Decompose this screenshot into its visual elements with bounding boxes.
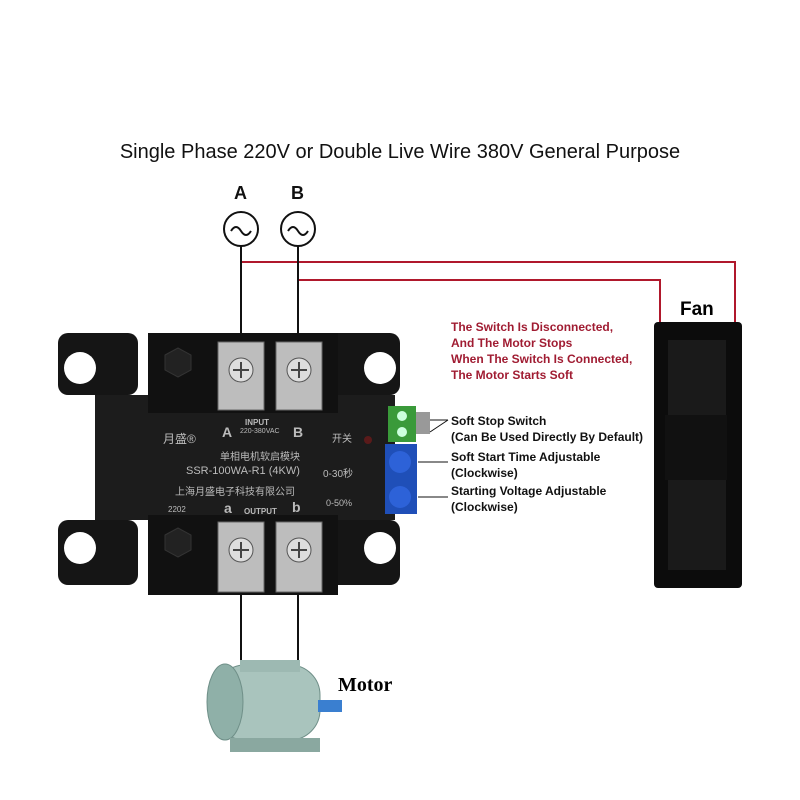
starting-voltage-label: Starting Voltage Adjustable (Clockwise) xyxy=(451,483,606,515)
control-name: Soft Start Time Adjustable xyxy=(451,450,601,464)
switch-note: The Switch Is Disconnected, And The Moto… xyxy=(451,319,632,383)
module-input-range: 220-380VAC xyxy=(240,428,280,435)
module-time-range: 0-30秒 xyxy=(323,469,354,480)
module-input-a: A xyxy=(222,424,233,440)
module-output-b: b xyxy=(292,499,301,515)
ac-source-a-icon xyxy=(223,211,259,247)
module-brand: 月盛® xyxy=(163,432,196,446)
switch-note-line: And The Motor Stops xyxy=(451,336,573,350)
module-company: 上海月盛电子科技有限公司 xyxy=(175,487,295,498)
soft-stop-switch-label: Soft Stop Switch (Can Be Used Directly By… xyxy=(451,413,643,445)
module-batch: 2202 xyxy=(168,505,186,514)
switch-note-line: When The Switch Is Connected, xyxy=(451,352,633,366)
red-wire-b xyxy=(298,279,661,330)
module-model: SSR-100WA-R1 (4KW) xyxy=(186,465,300,477)
diagram-title: Single Phase 220V or Double Live Wire 38… xyxy=(119,141,681,163)
switch-note-line: The Switch Is Disconnected, xyxy=(451,320,614,334)
input-b-label: B xyxy=(291,183,304,203)
control-note: (Can Be Used Directly By Default) xyxy=(451,430,644,444)
switch-note-line: The Motor Starts Soft xyxy=(451,368,573,382)
module-input-label: INPUT xyxy=(245,418,269,427)
module-input-b: B xyxy=(293,424,304,440)
control-note: (Clockwise) xyxy=(451,466,518,480)
fan-label: Fan xyxy=(680,299,714,320)
module-switch-label: 开关 xyxy=(332,434,352,445)
ac-source-b-icon xyxy=(280,211,316,247)
red-wire-a xyxy=(241,261,736,330)
ac-wave-icon xyxy=(230,226,252,236)
soft-start-time-label: Soft Start Time Adjustable (Clockwise) xyxy=(451,449,600,481)
module-output-label: OUTPUT xyxy=(244,507,277,516)
fan xyxy=(654,322,742,588)
module-name: 单相电机软启模块 xyxy=(220,452,300,463)
soft-starter-module xyxy=(58,333,430,595)
ac-wave-icon xyxy=(287,226,309,236)
control-name: Soft Stop Switch xyxy=(451,414,547,428)
module-voltage-range: 0-50% xyxy=(326,498,353,508)
motor-icon xyxy=(206,660,342,752)
control-note: (Clockwise) xyxy=(451,500,518,514)
motor-label: Motor xyxy=(338,674,393,696)
input-a-label: A xyxy=(234,183,247,203)
module-output-a: a xyxy=(224,500,232,516)
control-name: Starting Voltage Adjustable xyxy=(451,484,607,498)
